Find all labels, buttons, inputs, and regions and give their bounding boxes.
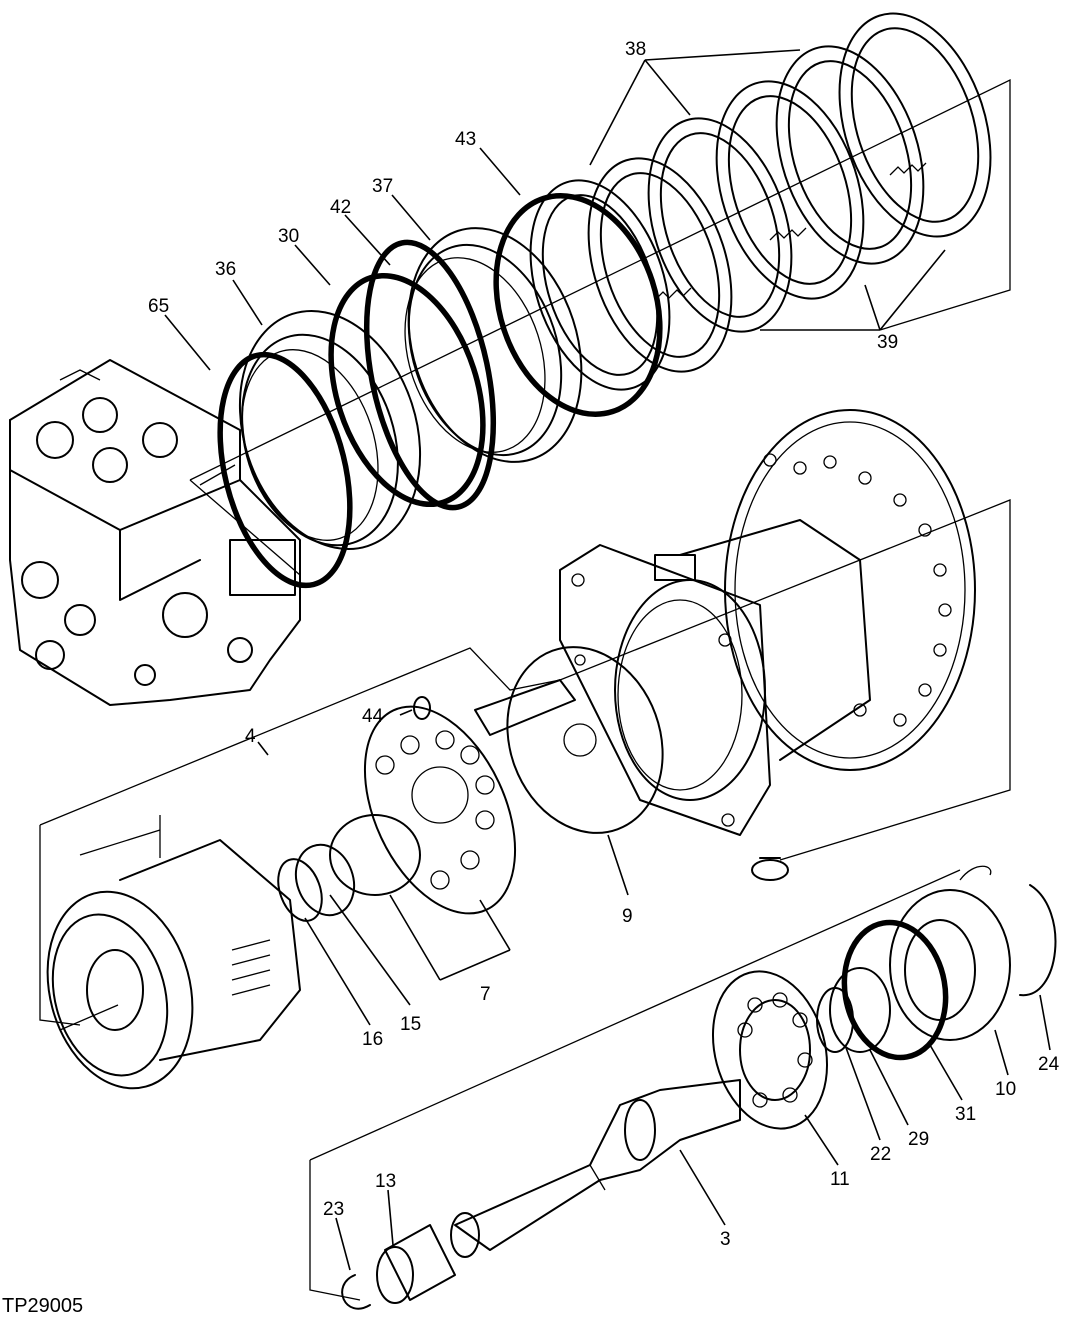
drive-shaft-3 xyxy=(450,1079,741,1258)
callout-4: 4 xyxy=(245,726,256,747)
friction-plate-39-b xyxy=(715,80,865,300)
sleeve-13 xyxy=(376,1224,456,1304)
friction-plate-39-c xyxy=(587,157,733,373)
friction-plate-38-b xyxy=(647,117,793,333)
snap-ring-24 xyxy=(1019,884,1057,997)
valve-block-assembly xyxy=(9,359,301,706)
callout-24: 24 xyxy=(1038,1054,1060,1075)
callout-labels: 38 43 37 42 30 36 65 39 44 4 9 7 15 16 2… xyxy=(148,39,1060,1250)
leader-lines xyxy=(164,49,1051,1271)
upper-ring-group xyxy=(189,12,1011,589)
callout-11: 11 xyxy=(830,1169,850,1190)
washer-16 xyxy=(277,858,323,922)
seal-ring-42 xyxy=(363,239,497,511)
callout-31: 31 xyxy=(955,1104,976,1125)
callout-3: 3 xyxy=(720,1229,731,1250)
callout-10: 10 xyxy=(995,1079,1016,1100)
callout-43: 43 xyxy=(455,129,476,150)
motor-housing-assembly xyxy=(559,409,976,881)
oil-seal-29 xyxy=(829,967,891,1053)
rotating-group xyxy=(39,499,1011,1090)
shaft-group xyxy=(309,865,1057,1310)
swash-plate-9 xyxy=(474,646,664,834)
callout-30: 30 xyxy=(278,226,299,247)
brake-piston-37 xyxy=(404,227,583,463)
friction-plate-38-a xyxy=(775,45,925,265)
callout-16: 16 xyxy=(362,1029,383,1050)
callout-36: 36 xyxy=(215,259,236,280)
seal-ring-43 xyxy=(493,193,663,417)
callout-15: 15 xyxy=(400,1014,421,1035)
callout-37: 37 xyxy=(372,176,393,197)
brake-piston-36 xyxy=(238,309,422,551)
callout-22: 22 xyxy=(870,1144,891,1165)
friction-plate-39-a xyxy=(838,12,992,238)
o-ring-31 xyxy=(841,919,949,1061)
callout-7: 7 xyxy=(480,984,491,1005)
cylinder-block-4 xyxy=(46,839,301,1090)
friction-plate-38-c xyxy=(529,179,671,391)
roller-bearing-11 xyxy=(711,970,829,1130)
callout-44: 44 xyxy=(362,706,384,727)
callout-13: 13 xyxy=(375,1171,396,1192)
callout-39: 39 xyxy=(877,332,898,353)
figure-id: TP29005 xyxy=(2,1295,83,1317)
seal-ring-30 xyxy=(328,272,486,508)
seal-cover-10 xyxy=(889,865,1011,1041)
callout-42: 42 xyxy=(330,197,351,218)
callout-29: 29 xyxy=(908,1129,929,1150)
callout-9: 9 xyxy=(622,906,633,927)
callout-23: 23 xyxy=(323,1199,344,1220)
retaining-ring-22 xyxy=(816,987,854,1053)
ball-guide-15 xyxy=(294,843,356,917)
callout-38: 38 xyxy=(625,39,646,60)
callout-65: 65 xyxy=(148,296,169,317)
snap-ring-23 xyxy=(341,1274,371,1310)
pin-44 xyxy=(413,696,431,720)
